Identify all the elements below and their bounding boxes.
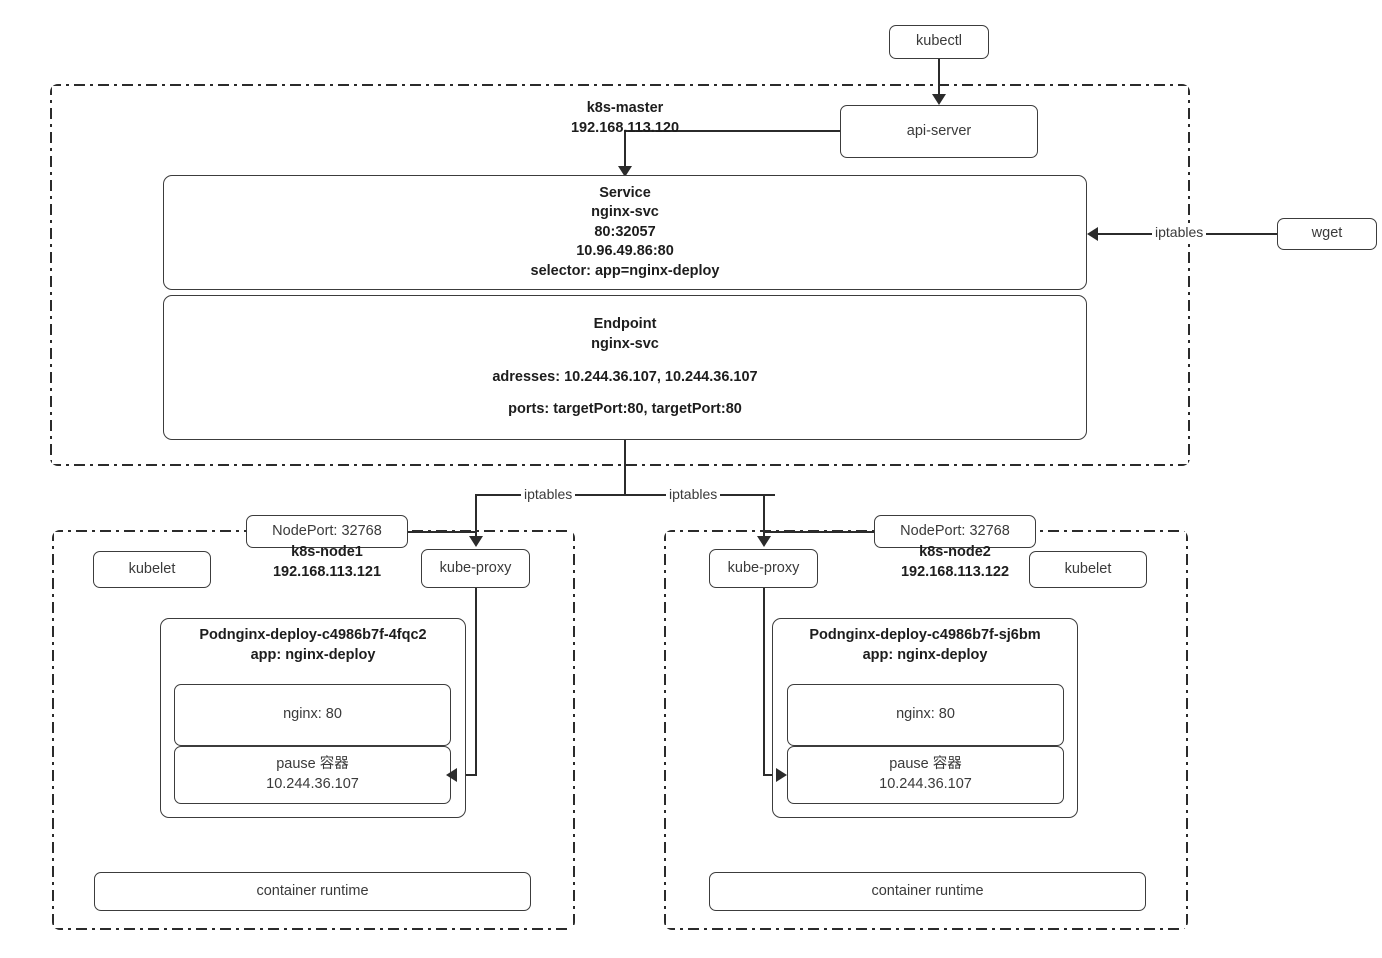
node1-container-pause[interactable]: pause 容器 10.244.36.107: [174, 746, 451, 804]
node2-kube-proxy-label: kube-proxy: [727, 559, 800, 576]
node2-kubelet-label: kubelet: [1064, 560, 1112, 577]
endpoint-ports: ports: targetPort:80, targetPort:80: [508, 401, 742, 418]
node1-ip: 192.168.113.121: [272, 564, 382, 581]
line-node1-nodeport-to-kubeproxy: [408, 531, 476, 533]
arrowhead-apiserver-to-service: [618, 166, 632, 177]
node1-container-pause-label: pause 容器: [276, 756, 349, 773]
node2-nodeport-label: NodePort: 32768: [900, 522, 1010, 539]
node2-container-pause-ip: 10.244.36.107: [879, 776, 972, 792]
line-node1-kubeproxy-down: [475, 588, 477, 775]
node2-container-nginx-label: nginx: 80: [896, 706, 955, 723]
node1-name: k8s-node1: [291, 544, 363, 560]
line-branch-spine: [475, 494, 775, 496]
kubectl-label: kubectl: [916, 33, 962, 50]
node2-container-pause[interactable]: pause 容器 10.244.36.107: [787, 746, 1064, 804]
node1-pod-app-label: app: nginx-deploy: [250, 646, 376, 663]
kubectl-box[interactable]: kubectl: [889, 25, 989, 59]
node2-nodeport-box[interactable]: NodePort: 32768: [874, 515, 1036, 548]
line-apiserver-down: [624, 130, 626, 172]
service-selector: selector: app=nginx-deploy: [530, 262, 720, 279]
node2-container-nginx[interactable]: nginx: 80: [787, 684, 1064, 746]
line-branch-left-down: [475, 494, 477, 542]
endpoint-name: nginx-svc: [591, 335, 659, 352]
master-ip: 192.168.113.120: [570, 120, 680, 137]
edge-label-iptables-left: iptables: [521, 486, 576, 502]
arrowhead-node1-kubeproxy-to-pause: [446, 768, 457, 782]
line-node2-nodeport-to-kubeproxy: [763, 531, 876, 533]
node1-kube-proxy-box[interactable]: kube-proxy: [421, 549, 530, 588]
line-endpoint-down: [624, 440, 626, 495]
wget-label: wget: [1311, 225, 1343, 242]
arrowhead-branch-to-node2-kubeproxy: [757, 536, 771, 547]
arrowhead-kubectl-to-apiserver: [932, 94, 946, 105]
node1-kubelet-box[interactable]: kubelet: [93, 551, 211, 588]
node1-pod-name: Podnginx-deploy-c4986b7f-4fqc2: [199, 627, 427, 643]
arrowhead-wget-to-service: [1087, 227, 1098, 241]
service-cluster-ip: 10.96.49.86:80: [576, 243, 674, 260]
arrowhead-branch-to-node1-kubeproxy: [469, 536, 483, 547]
node2-kube-proxy-box[interactable]: kube-proxy: [709, 549, 818, 588]
edge-label-iptables-wget: iptables: [1152, 224, 1207, 240]
service-heading: Service: [599, 184, 651, 201]
node2-pod-name: Podnginx-deploy-c4986b7f-sj6bm: [809, 627, 1041, 643]
master-title: k8s-master 192.168.113.120: [500, 98, 750, 139]
node1-container-pause-ip: 10.244.36.107: [266, 776, 359, 792]
service-name: nginx-svc: [591, 204, 659, 221]
arrowhead-node2-kubeproxy-to-pause: [776, 768, 787, 782]
api-server-box[interactable]: api-server: [840, 105, 1038, 158]
node1-container-nginx[interactable]: nginx: 80: [174, 684, 451, 746]
node2-name: k8s-node2: [919, 544, 991, 560]
endpoint-addresses: adresses: 10.244.36.107, 10.244.36.107: [492, 368, 758, 385]
node2-container-pause-label: pause 容器: [889, 756, 962, 773]
line-apiserver-left: [625, 130, 841, 132]
node1-nodeport-box[interactable]: NodePort: 32768: [246, 515, 408, 548]
node2-pod-app-label: app: nginx-deploy: [862, 646, 988, 663]
line-branch-right-down: [763, 494, 765, 542]
node1-container-runtime-box[interactable]: container runtime: [94, 872, 531, 911]
node2-container-runtime-label: container runtime: [871, 882, 984, 899]
edge-label-iptables-right: iptables: [666, 486, 721, 502]
node2-kubelet-box[interactable]: kubelet: [1029, 551, 1147, 588]
api-server-label: api-server: [906, 122, 972, 139]
node2-ip: 192.168.113.122: [900, 564, 1010, 581]
line-kubectl-to-apiserver: [938, 59, 940, 100]
node1-nodeport-label: NodePort: 32768: [272, 522, 382, 539]
node1-kube-proxy-label: kube-proxy: [439, 559, 512, 576]
service-box[interactable]: Service nginx-svc 80:32057 10.96.49.86:8…: [163, 175, 1087, 290]
node1-kubelet-label: kubelet: [128, 560, 176, 577]
node1-title: k8s-node1 192.168.113.121: [196, 542, 458, 583]
master-name: k8s-master: [586, 100, 664, 116]
node2-container-runtime-box[interactable]: container runtime: [709, 872, 1146, 911]
line-node2-kubeproxy-down: [763, 588, 765, 775]
node2-title: k8s-node2 192.168.113.122: [824, 542, 1086, 583]
endpoint-heading: Endpoint: [593, 316, 657, 333]
node1-container-runtime-label: container runtime: [256, 882, 369, 899]
endpoint-box[interactable]: Endpoint nginx-svc adresses: 10.244.36.1…: [163, 295, 1087, 440]
service-ports: 80:32057: [594, 223, 656, 240]
node1-container-nginx-label: nginx: 80: [283, 706, 342, 723]
wget-box[interactable]: wget: [1277, 218, 1377, 250]
